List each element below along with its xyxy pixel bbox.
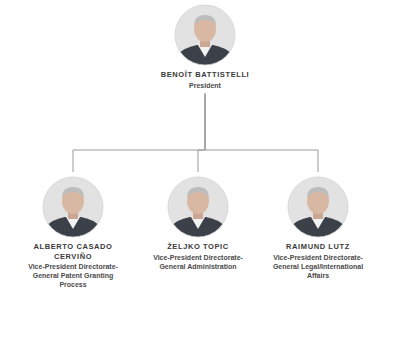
org-connector — [198, 94, 205, 173]
job-title: President — [143, 81, 267, 90]
vice-president-card: ŽELJKO TOPICVice-President Directorate-G… — [142, 172, 254, 271]
person-name: RAIMUND LUTZ — [265, 242, 371, 252]
president-card: BENOÎT BATTISTELLIPresident — [140, 2, 270, 90]
portrait-photo — [288, 177, 348, 237]
org-connector — [73, 94, 205, 173]
person-name: ŽELJKO TOPIC — [145, 242, 251, 252]
person-name: BENOÎT BATTISTELLI — [143, 70, 267, 80]
org-connector — [205, 94, 318, 173]
portrait-photo — [43, 177, 103, 237]
portrait-photo — [168, 177, 228, 237]
vice-president-card: RAIMUND LUTZVice-President Directorate-G… — [262, 172, 374, 280]
job-title: Vice-President Directorate-General Admin… — [145, 253, 251, 271]
vice-president-card: ALBERTO CASADO CERVIÑOVice-President Dir… — [17, 172, 129, 289]
job-title: Vice-President Directorate-General Paten… — [20, 262, 126, 289]
person-name: ALBERTO CASADO CERVIÑO — [20, 242, 126, 261]
portrait-photo — [175, 5, 235, 65]
job-title: Vice-President Directorate-General Legal… — [265, 253, 371, 280]
